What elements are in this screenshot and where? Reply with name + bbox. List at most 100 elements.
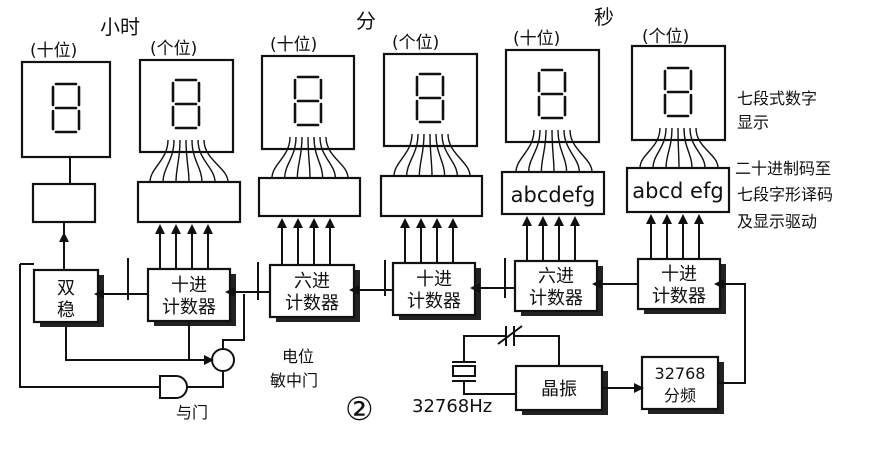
wire-2-3	[429, 133, 433, 177]
decoder-hour-tens	[31, 182, 97, 224]
arrowhead-19	[694, 214, 704, 224]
arrowhead-0	[155, 224, 165, 234]
wire-1-4	[313, 136, 324, 179]
counter-sec-tens-l1: 六进	[538, 266, 574, 287]
arrowhead-7	[325, 218, 335, 228]
wire-3-5	[563, 129, 581, 173]
display-wire-bundles	[149, 127, 719, 183]
decoder-min-tens	[257, 176, 362, 218]
arrowhead-2	[187, 224, 197, 234]
counter-hour-ones-l2: 计数器	[162, 297, 216, 318]
wire-4-6	[695, 127, 719, 169]
wire-4-0	[639, 127, 661, 169]
arrowhead-10	[432, 218, 442, 228]
wire-0-3	[185, 139, 190, 183]
wiring	[19, 157, 746, 395]
wire-3-0	[515, 129, 535, 173]
group-title-seconds: 秒	[594, 5, 614, 29]
display-sec-tens	[504, 48, 601, 144]
arrowhead-12	[522, 216, 532, 226]
decoder-label-line2: 七段字形译码	[737, 185, 833, 204]
wire-3-1	[527, 129, 541, 173]
seven-segment-digits	[51, 66, 693, 134]
wire-0-6	[203, 139, 229, 183]
arrowhead-22	[470, 283, 480, 293]
arrowhead-3	[203, 224, 213, 234]
wire-3-6	[569, 129, 593, 173]
wire-2-4	[435, 133, 446, 177]
decoder-hour-ones	[136, 180, 242, 224]
arrowhead-1	[171, 224, 181, 234]
arrowhead-5	[293, 218, 303, 228]
arrowhead-21	[592, 279, 602, 289]
divider-label-1: 32768	[655, 364, 706, 383]
wire-1-2	[296, 136, 303, 179]
counter-sec-ones-l2: 计数器	[652, 286, 706, 307]
counter-min-tens-l2: 计数器	[285, 293, 339, 314]
arrowhead-24	[225, 287, 235, 297]
arrowhead-26	[714, 279, 724, 289]
wire-0-2	[175, 139, 181, 183]
counter-sec-ones	[636, 257, 722, 311]
wire-0-1	[162, 139, 175, 183]
display-min-ones	[382, 52, 479, 148]
counter-sec-ones-l1: 十进	[661, 264, 697, 285]
counter-sec-tens	[513, 259, 599, 313]
wire-0-0	[149, 139, 169, 183]
display-hour-tens	[20, 60, 112, 159]
decoder-label-line1: 二十进制码至	[735, 159, 831, 178]
wire-0-5	[197, 139, 216, 183]
wire-4-3	[677, 127, 680, 169]
wire-4-1	[652, 127, 667, 169]
arrowhead-13	[538, 216, 548, 226]
arrowhead-11	[448, 218, 458, 228]
wire-3-2	[540, 129, 547, 173]
display-min-tens	[260, 54, 356, 151]
arrowhead-16	[646, 214, 656, 224]
wire-4-4	[683, 127, 693, 169]
decoder-min-ones	[379, 174, 484, 218]
display-label-line2: 显示	[737, 113, 769, 132]
arrowhead-4	[277, 218, 287, 228]
decoder-text-sec-ones: abcd efg	[632, 179, 723, 203]
digit-label-min-ones: (个位)	[392, 33, 439, 53]
arrowhead-6	[309, 218, 319, 228]
decoder-sec-ones	[625, 166, 731, 214]
wire-3-4	[557, 129, 568, 173]
level-gate	[211, 348, 235, 372]
arrowhead-18	[678, 214, 688, 224]
decoder-text-sec-tens: abcdefg	[511, 183, 596, 207]
and-gate	[159, 375, 188, 399]
counter-sec-tens-l2: 计数器	[529, 288, 583, 309]
arrowhead-23	[349, 285, 359, 295]
arrowhead-14	[554, 216, 564, 226]
wire-1-3	[307, 136, 311, 179]
arrowhead-15	[570, 216, 580, 226]
counter-min-ones-l1: 十进	[416, 269, 452, 290]
display-label-line1: 七段式数字	[737, 89, 817, 108]
level-gate-label-2: 敏中门	[270, 371, 318, 390]
level-gate-label-1: 电位	[282, 347, 314, 366]
group-title-hours: 小时	[100, 15, 140, 39]
and-gate-label: 与门	[176, 403, 208, 422]
frequency-label: 32768Hz	[412, 396, 492, 417]
arrowheads	[59, 214, 724, 393]
digit-label-min-tens: (十位)	[270, 35, 317, 55]
wire-2-5	[441, 133, 459, 177]
flipflop-label-1: 双	[57, 278, 75, 299]
flipflop-box	[32, 268, 100, 324]
wire-2-0	[393, 133, 413, 177]
digit-label-hour-tens: (十位)	[30, 41, 77, 61]
digit-label-sec-tens: (十位)	[513, 29, 560, 49]
decoder-label-line3: 及显示驱动	[737, 212, 817, 231]
wire-1-0	[271, 136, 291, 179]
arrowhead-17	[662, 214, 672, 224]
counter-min-tens-l1: 六进	[294, 271, 330, 292]
divider-label-2: 分频	[664, 386, 696, 405]
wire-2-6	[447, 133, 471, 177]
wire-4-5	[689, 127, 706, 169]
arrowhead-20	[59, 232, 69, 242]
display-hour-ones	[138, 58, 235, 154]
wire-3-3	[551, 129, 555, 173]
